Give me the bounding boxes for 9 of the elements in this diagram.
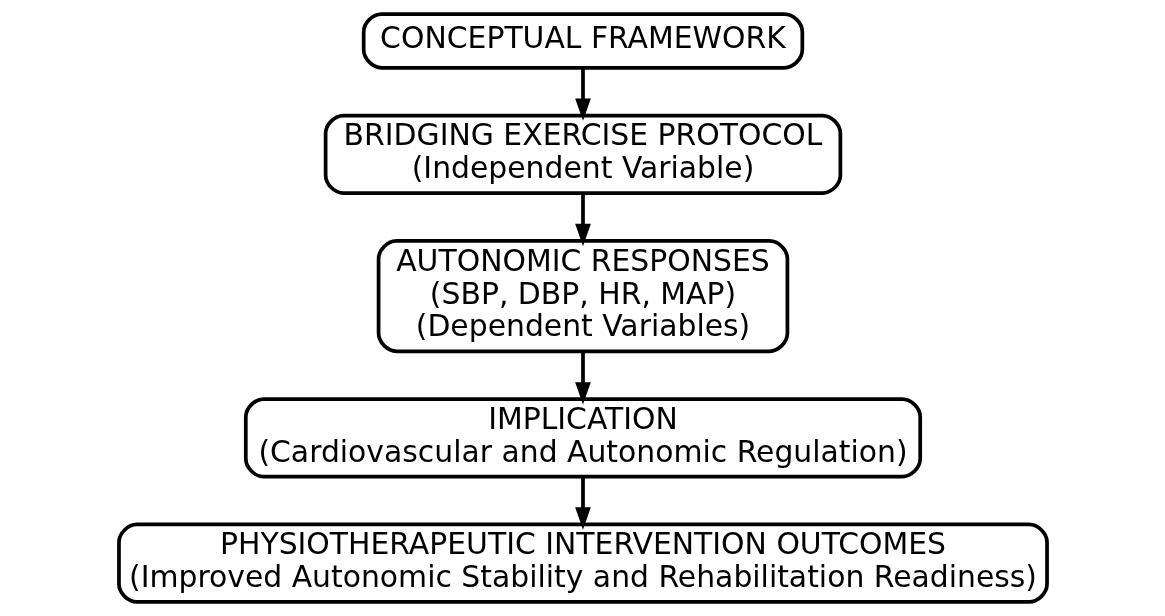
node-box: CONCEPTUAL FRAMEWORK [361,12,804,70]
arrow [574,193,591,247]
arrow [574,351,591,405]
node-box: BRIDGING EXERCISE PROTOCOL (Independent Variable) [323,113,842,195]
arrow [574,476,591,530]
arrow [574,68,591,121]
node-box: PHYSIOTHERAPEUTIC INTERVENTION OUTCOMES (Improved Autonomic Stability and Rehabilitation Readiness) [116,522,1049,604]
node-box: AUTONOMIC RESPONSES (SBP, DBP, HR, MAP) (Dependent Variables) [376,239,789,354]
node-box: IMPLICATION (Cardiovascular and Autonomic Regulation) [243,397,922,479]
